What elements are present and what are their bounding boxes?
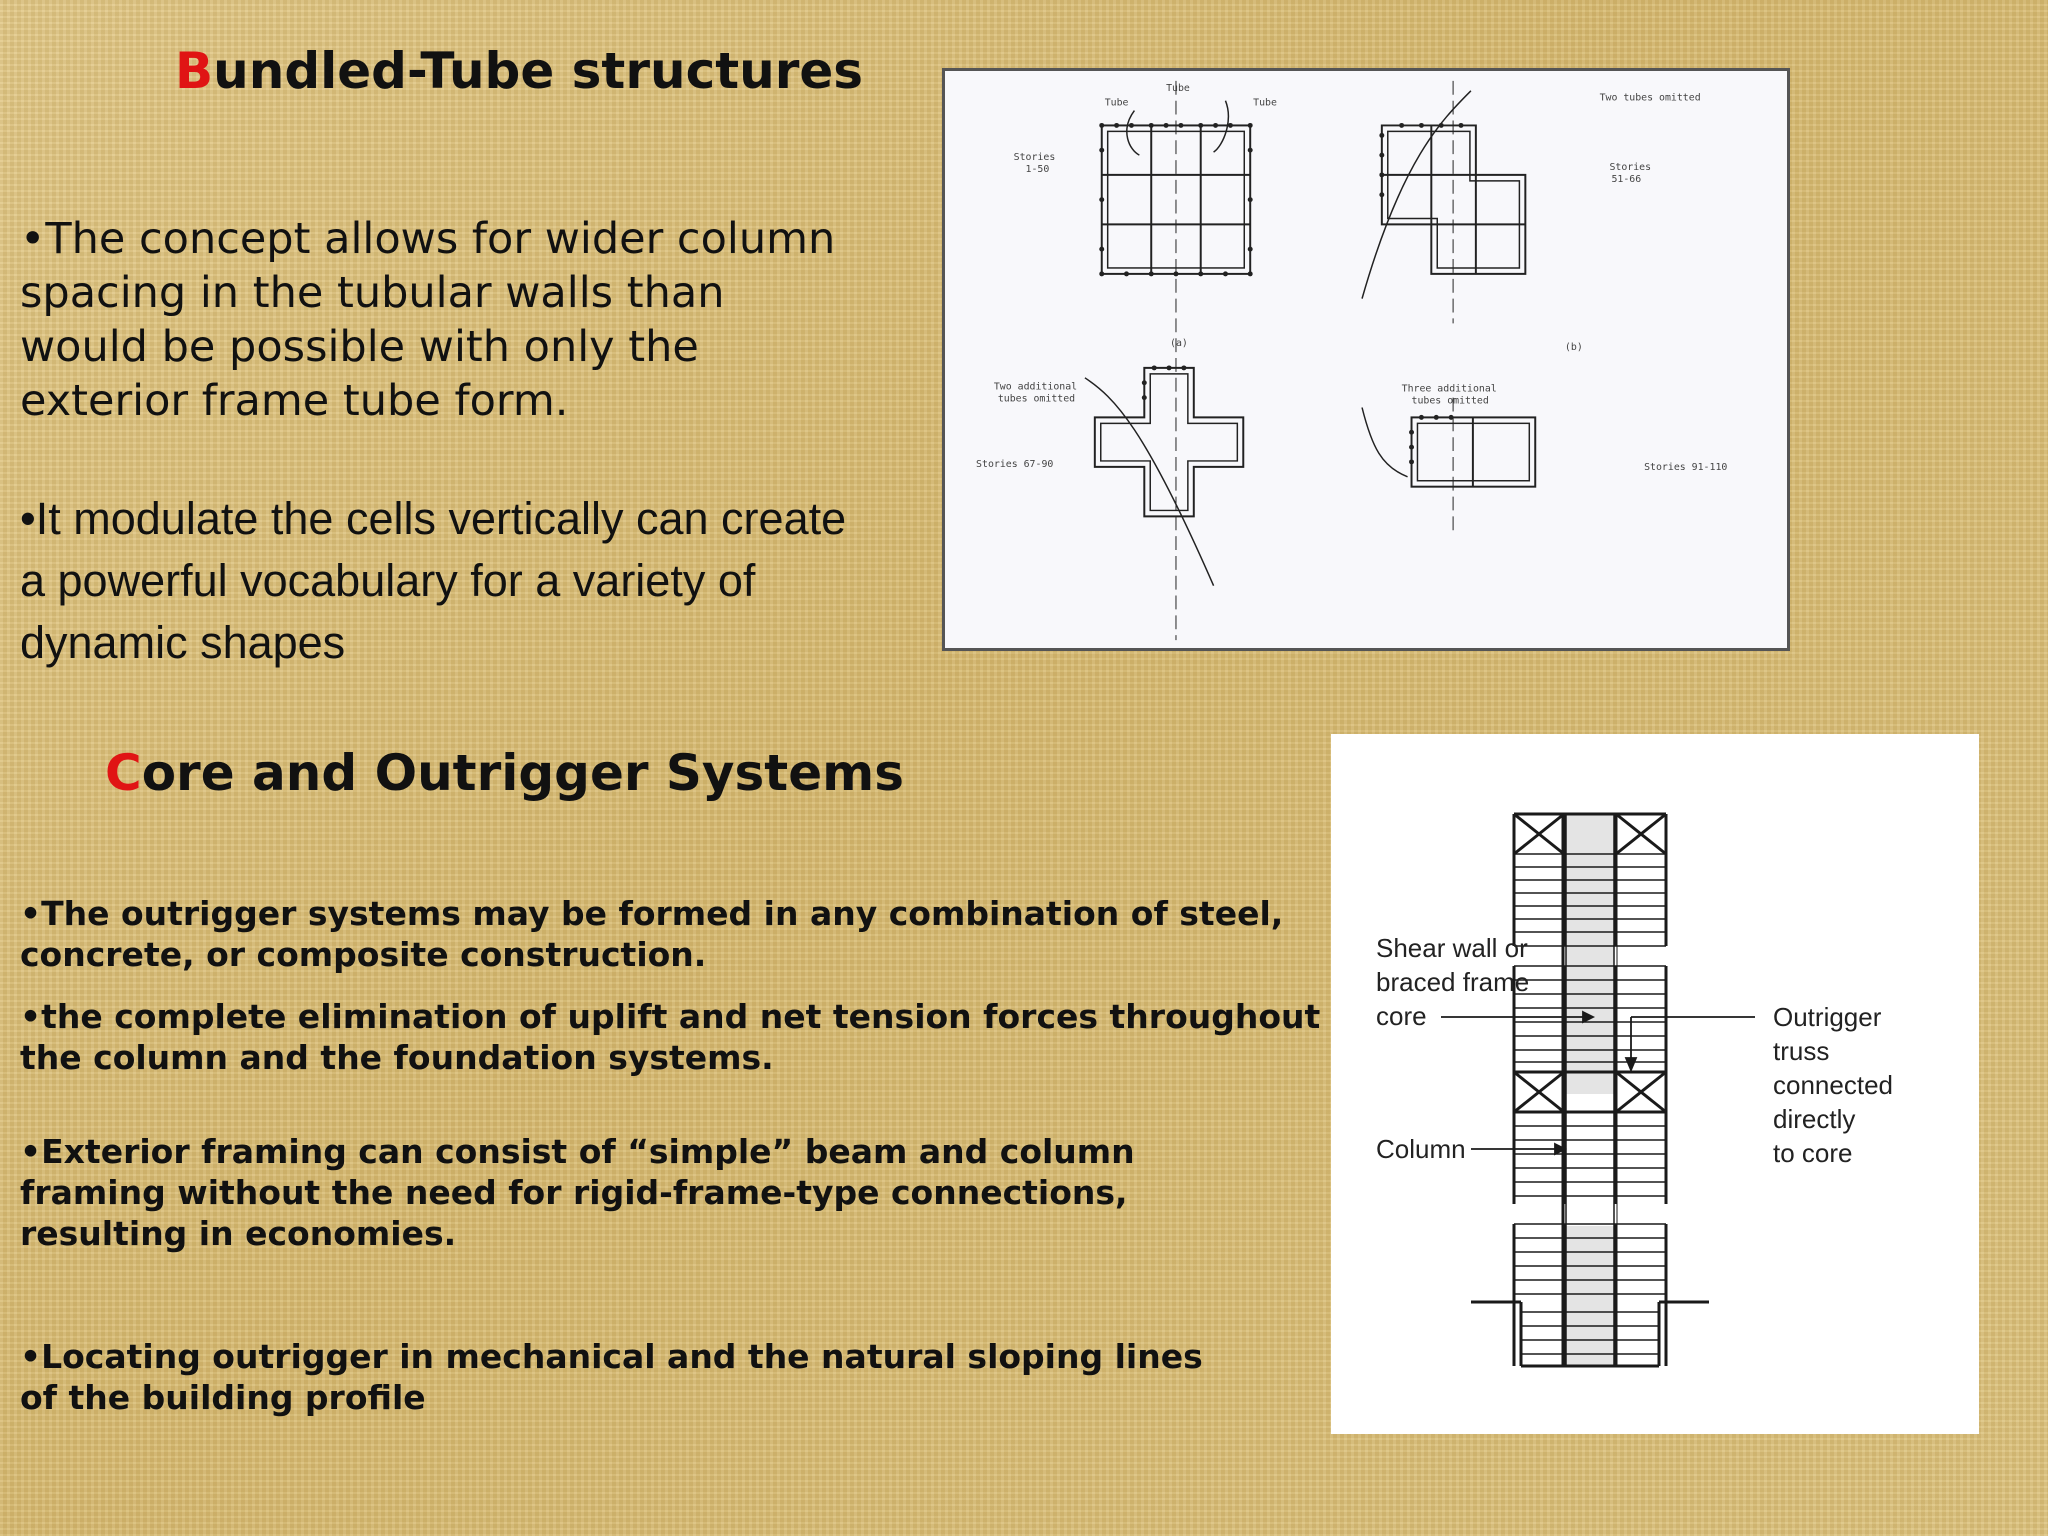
label-three-additional-1: Three additional — [1402, 384, 1497, 395]
outrigger-bullet-1: •The outrigger systems may be formed in … — [20, 894, 1284, 974]
bundled-tube-bullet-2: •It modulate the cells vertically can cr… — [20, 493, 847, 668]
label-two-additional-2: tubes omitted — [998, 394, 1075, 405]
caption-a: (a) — [1170, 338, 1188, 349]
label-stories-2: Stories — [1609, 162, 1651, 173]
label-shear-wall-2: braced frame — [1376, 967, 1529, 997]
bundled-tube-bullet-1: •The concept allows for wider column spa… — [20, 214, 836, 426]
label-outrigger-2: truss — [1773, 1036, 1829, 1066]
core-outrigger-title-initial: C — [105, 744, 142, 802]
label-tube-b: Tube — [1253, 98, 1277, 109]
floor-lines — [1514, 853, 1666, 1355]
label-stories-2-range: 51-66 — [1611, 174, 1641, 185]
outrigger-bullet-3: •Exterior framing can consist of “simple… — [20, 1132, 1135, 1253]
label-stories-1: Stories — [1014, 152, 1056, 163]
core-outrigger-title-rest: ore and Outrigger Systems — [141, 744, 904, 802]
label-column: Column — [1376, 1134, 1466, 1164]
plan-c-outline — [1093, 366, 1245, 518]
caption-b: (b) — [1565, 342, 1583, 353]
label-stories-1-range: 1-50 — [1026, 164, 1050, 175]
label-three-additional-2: tubes omitted — [1412, 396, 1489, 407]
label-outrigger-1: Outrigger — [1773, 1002, 1882, 1032]
label-two-tubes-omitted: Two tubes omitted — [1600, 93, 1701, 104]
outrigger-bullet-4: •Locating outrigger in mechanical and th… — [20, 1337, 1203, 1417]
bundled-tube-title: Bundled-Tube structures — [175, 42, 863, 100]
label-stories-4: Stories 91-110 — [1644, 462, 1727, 473]
bundled-tube-plans-drawing: Tube Tube Tube Stories 1-50 Two tubes om… — [976, 80, 1727, 641]
outrigger-bullet-2: •the complete elimination of uplift and … — [20, 997, 1321, 1077]
label-stories-3: Stories 67-90 — [976, 459, 1053, 470]
outrigger-system-figure: Shear wall or braced frame core Column O… — [1331, 734, 1979, 1434]
label-shear-wall-1: Shear wall or — [1376, 933, 1528, 963]
bundled-tube-title-rest: undled-Tube structures — [213, 42, 864, 100]
outrigger-elevation-drawing: Shear wall or braced frame core Column O… — [1376, 812, 1893, 1368]
bundled-tube-plans-figure: Tube Tube Tube Stories 1-50 Two tubes om… — [942, 68, 1790, 651]
label-outrigger-5: to core — [1773, 1138, 1853, 1168]
core-outrigger-title: Core and Outrigger Systems — [105, 744, 904, 802]
label-outrigger-3: connected — [1773, 1070, 1893, 1100]
bundled-tube-title-initial: B — [175, 42, 214, 100]
label-tube-a: Tube — [1105, 98, 1129, 109]
label-tube-top: Tube — [1166, 83, 1190, 94]
core-shaded-upper — [1566, 814, 1614, 1094]
label-two-additional-1: Two additional — [994, 382, 1077, 393]
core-shaded-lower — [1566, 1226, 1614, 1366]
plan-b-outline — [1380, 124, 1527, 275]
label-outrigger-4: directly — [1773, 1104, 1855, 1134]
label-shear-wall-3: core — [1376, 1001, 1427, 1031]
